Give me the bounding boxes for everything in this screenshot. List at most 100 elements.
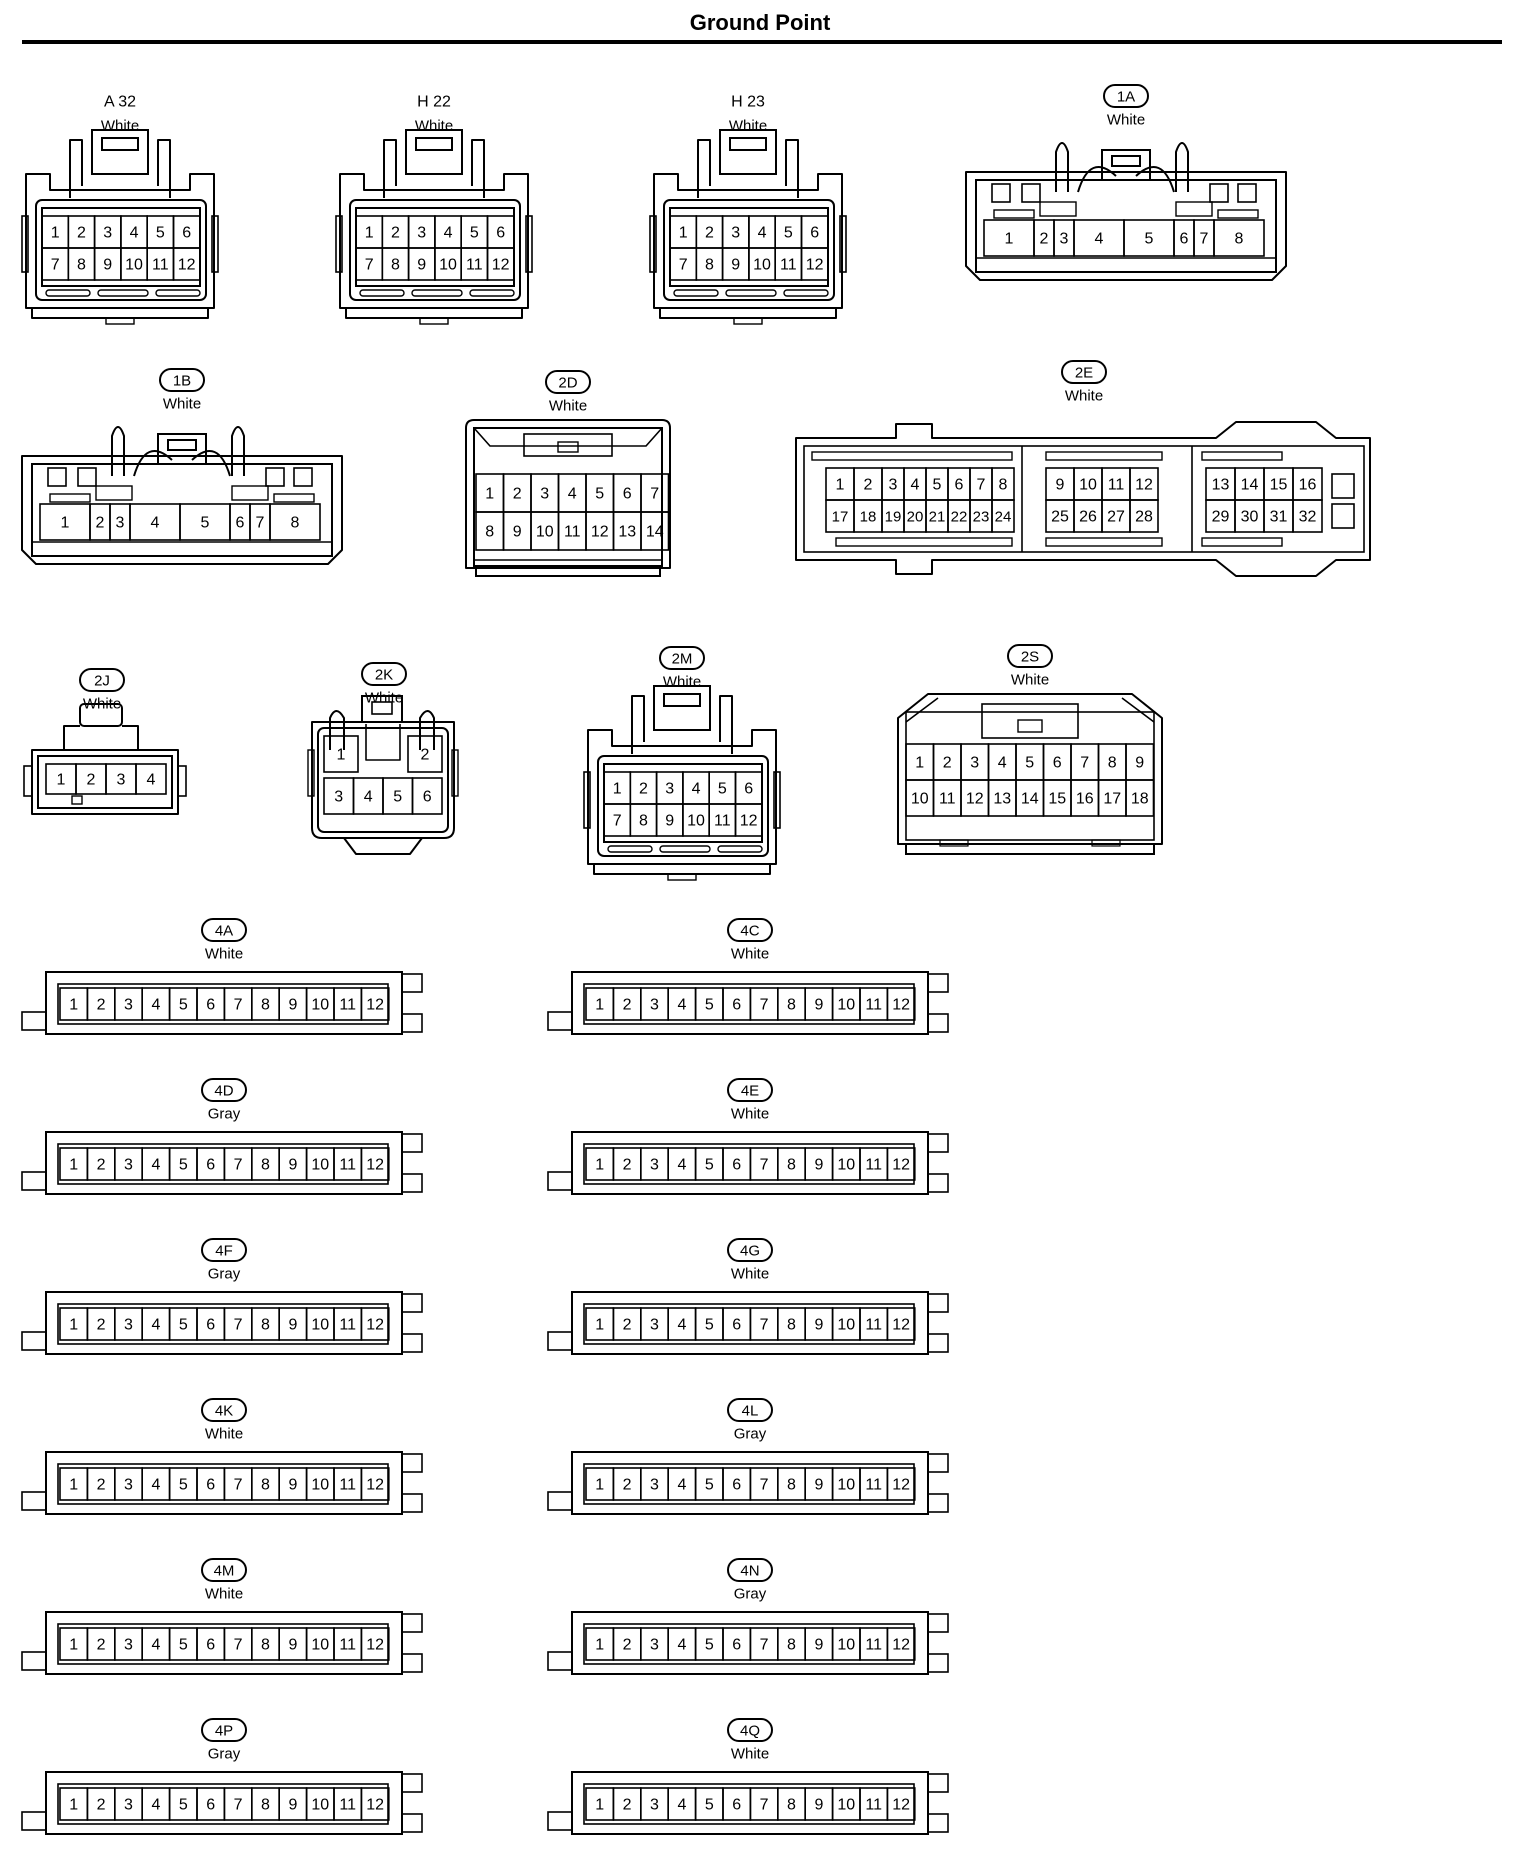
pin-number: 8 [639, 813, 648, 830]
housing-outline [343, 837, 423, 855]
pin-number: 1 [57, 772, 66, 789]
connector-code-oval [1103, 84, 1149, 108]
housing-outline [1021, 183, 1041, 203]
housing-outline [317, 727, 449, 833]
housing-outline [469, 289, 515, 297]
housing-outline [23, 765, 33, 797]
connector-color: Gray [208, 1746, 241, 1763]
housing-outline [419, 317, 449, 325]
pin-number: 1 [915, 755, 924, 772]
connector-code: 4D [214, 1083, 233, 1100]
pin-number: 9 [288, 1477, 297, 1494]
pin-number: 9 [288, 1637, 297, 1654]
pin-number: 4 [692, 781, 701, 798]
pin-number: 10 [1079, 477, 1097, 494]
housing-outline [293, 467, 313, 487]
pin-cell [886, 1627, 916, 1661]
housing-outline [547, 1491, 573, 1511]
housing-outline [583, 1623, 915, 1665]
housing-outline [927, 1813, 949, 1833]
pin-number: 4 [151, 997, 160, 1014]
pin-number: 8 [261, 1637, 270, 1654]
housing-outline [583, 1303, 915, 1345]
pin-number: 4 [677, 997, 686, 1014]
pin-number: 7 [760, 1317, 769, 1334]
connector-code: 1A [1117, 89, 1135, 106]
housing-outline [31, 308, 209, 319]
pin-number: 14 [646, 524, 664, 541]
pin-number: 11 [939, 791, 956, 808]
housing-outline [649, 215, 657, 273]
housing-outline [927, 1333, 949, 1353]
connector-color: White [549, 398, 587, 415]
pin-number: 6 [206, 1477, 215, 1494]
pin-number: 7 [256, 515, 265, 532]
housing-outline [31, 749, 179, 815]
pin-number: 8 [1108, 755, 1117, 772]
housing-outline [401, 1133, 423, 1153]
housing-outline [547, 1651, 573, 1671]
housing-outline [571, 971, 929, 1035]
pin-number: 5 [179, 1317, 188, 1334]
pin-number: 7 [760, 1477, 769, 1494]
housing-outline [583, 1143, 915, 1185]
pin-number: 11 [865, 1317, 882, 1334]
housing-outline [97, 289, 149, 297]
housing-outline [927, 1613, 949, 1633]
pin-number: 12 [366, 1477, 384, 1494]
housing-outline [593, 864, 771, 875]
housing-outline [405, 129, 463, 175]
pin-number: 8 [261, 1317, 270, 1334]
pin-number: 28 [1135, 509, 1153, 526]
pin-number: 3 [124, 1637, 133, 1654]
housing-outline [571, 1611, 929, 1675]
housing-outline [927, 1133, 949, 1153]
housing-outline [77, 467, 97, 487]
pin-number: 9 [1135, 755, 1144, 772]
pin-number: 4 [758, 225, 767, 242]
pin-number: 10 [837, 997, 855, 1014]
housing-outline [927, 1293, 949, 1313]
pin-number: 2 [623, 1157, 632, 1174]
housing-outline [547, 1331, 573, 1351]
pin-number: 5 [179, 997, 188, 1014]
pin-number: 8 [787, 997, 796, 1014]
pin-number: 9 [288, 1157, 297, 1174]
housing-outline [547, 1011, 573, 1031]
housing-outline [211, 215, 219, 273]
pin-number: 5 [705, 1317, 714, 1334]
housing-outline [571, 1131, 929, 1195]
housing-outline [993, 209, 1035, 219]
connector-code-oval [361, 662, 407, 686]
housing-outline [49, 493, 91, 503]
housing-outline [307, 749, 315, 797]
pin-number: 7 [51, 257, 60, 274]
pin-number: 8 [787, 1637, 796, 1654]
housing-outline [835, 537, 1013, 547]
housing-outline [21, 1011, 47, 1031]
pin-number: 2 [705, 225, 714, 242]
connector-code: 2M [672, 651, 693, 668]
pin-number: 6 [1180, 231, 1189, 248]
pin-number: 10 [911, 791, 929, 808]
pin-number: 5 [705, 1157, 714, 1174]
pin-number: 9 [288, 1317, 297, 1334]
pin-number: 12 [740, 813, 758, 830]
pin-number: 24 [995, 509, 1012, 526]
connector-color: White [205, 1586, 243, 1603]
pin-number: 9 [1056, 477, 1065, 494]
housing-outline [57, 1303, 389, 1345]
housing-outline [939, 839, 969, 847]
housing-outline [371, 701, 393, 715]
housing-outline [981, 703, 1079, 739]
housing-outline [45, 1771, 403, 1835]
housing-outline [21, 215, 29, 273]
pin-number: 2 [623, 997, 632, 1014]
pin-number: 8 [261, 1477, 270, 1494]
pin-number: 1 [51, 225, 60, 242]
